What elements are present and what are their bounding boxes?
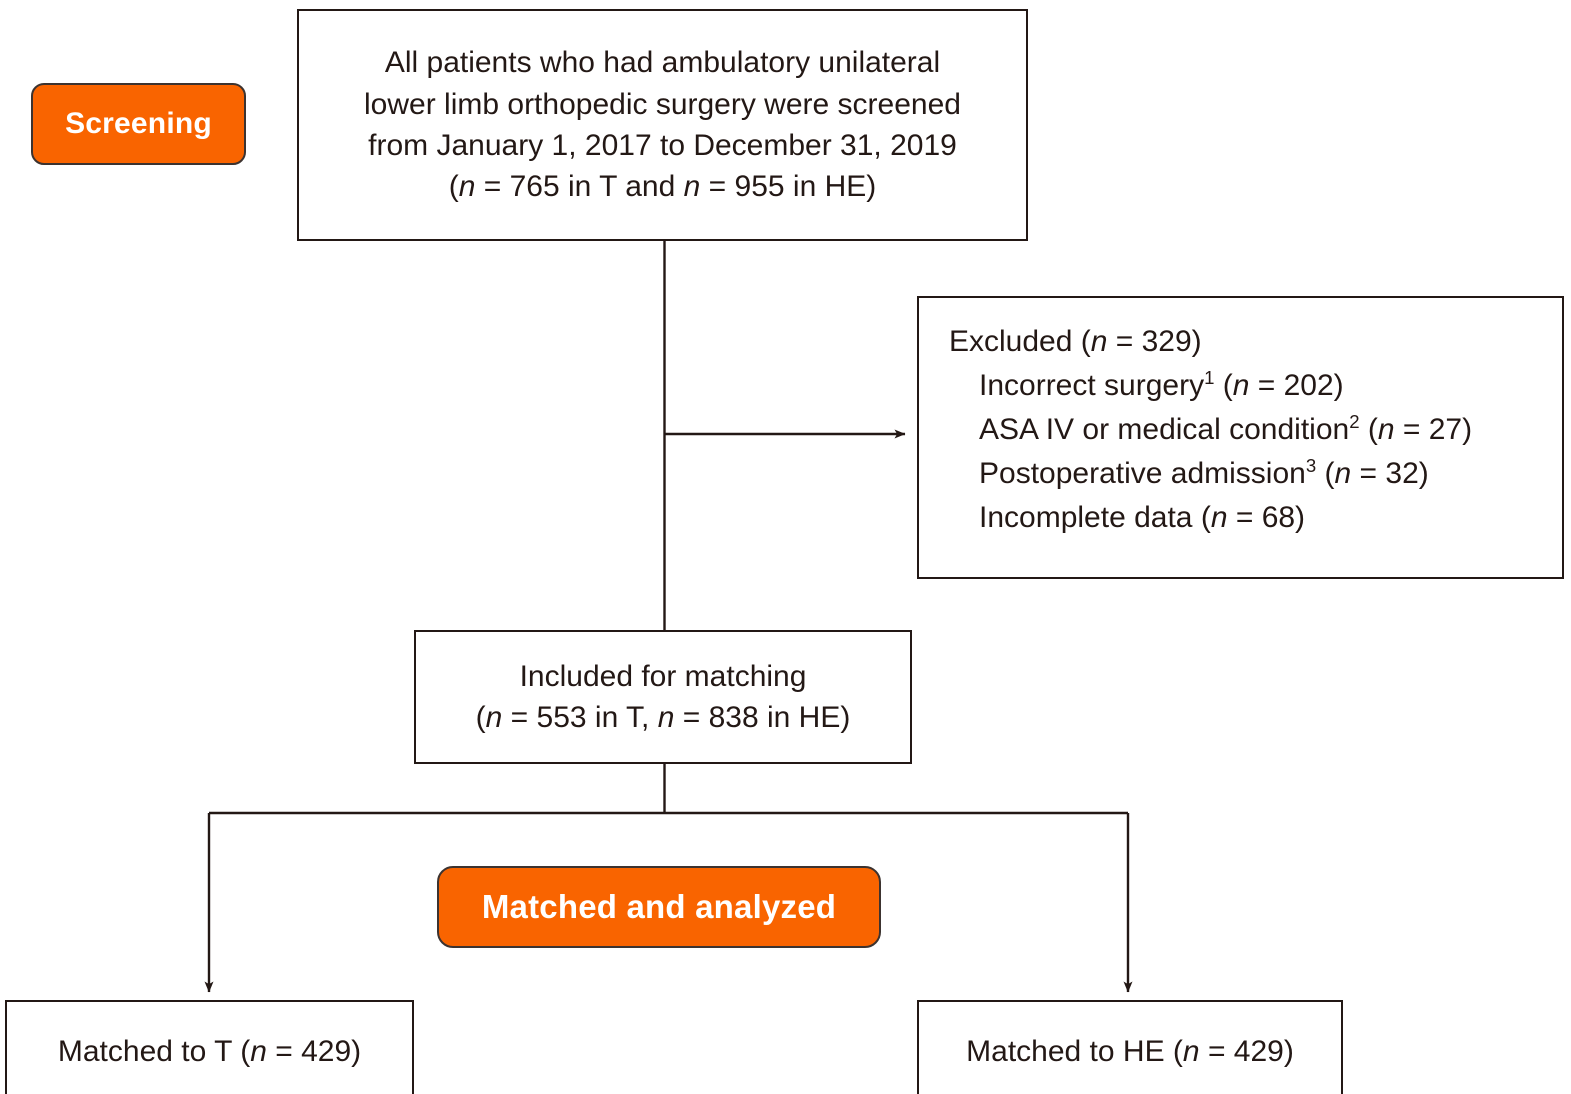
excluded-heading: Excluded (n = 329) xyxy=(949,320,1562,364)
matched-he-prefix: Matched to HE ( xyxy=(966,1035,1183,1069)
excluded-item-1-footnote-marker: 2 xyxy=(1349,411,1360,432)
screened-count-1: = 765 in T and xyxy=(475,170,684,204)
excluded-item-asa-iv: ASA IV or medical condition2 (n = 27) xyxy=(949,408,1562,452)
excluded-item-incomplete-data: Incomplete data (n = 68) xyxy=(949,496,1562,540)
matched-he-count: = 429) xyxy=(1199,1035,1294,1069)
included-n-symbol-1: n xyxy=(485,701,503,734)
matched-t-count: = 429) xyxy=(266,1035,362,1069)
included-line-2: (n = 553 in T, n = 838 in HE) xyxy=(476,697,851,738)
screened-line-1: All patients who had ambulatory unilater… xyxy=(384,46,941,80)
node-included-for-matching[interactable]: Included for matching (n = 553 in T, n =… xyxy=(414,630,912,764)
matched-t-n-symbol: n xyxy=(250,1035,267,1069)
excluded-item-3-n-symbol: n xyxy=(1210,501,1228,534)
excluded-item-2-count: = 32) xyxy=(1351,457,1429,490)
excluded-item-incorrect-surgery: Incorrect surgery1 (n = 202) xyxy=(949,364,1562,408)
excluded-heading-count: = 329) xyxy=(1107,325,1202,358)
matched-t-line: Matched to T (n = 429) xyxy=(58,1031,361,1072)
node-screened-patients[interactable]: All patients who had ambulatory unilater… xyxy=(297,9,1028,241)
excluded-item-3-label: Incomplete data xyxy=(979,501,1193,534)
stage-badge-matched-and-analyzed[interactable]: Matched and analyzed xyxy=(437,866,881,948)
excluded-item-1-n-symbol: n xyxy=(1377,413,1395,446)
screened-n-symbol-2: n xyxy=(683,170,701,204)
matched-he-n-symbol: n xyxy=(1182,1035,1200,1069)
excluded-item-3-paren-open: ( xyxy=(1192,501,1211,534)
excluded-item-2-n-symbol: n xyxy=(1334,457,1352,490)
excluded-item-0-n-symbol: n xyxy=(1232,369,1250,402)
stage-badge-screening-label: Screening xyxy=(65,107,212,140)
excluded-heading-prefix: Excluded ( xyxy=(949,325,1091,358)
included-n-symbol-2: n xyxy=(657,701,675,734)
included-count-2: = 838 in HE) xyxy=(674,701,851,734)
included-line-1: Included for matching xyxy=(519,659,807,693)
screened-line-3: from January 1, 2017 to December 31, 201… xyxy=(368,129,957,162)
screened-line-4: (n = 765 in T and n = 955 in HE) xyxy=(449,166,877,207)
stage-badge-screening[interactable]: Screening xyxy=(31,83,246,165)
stage-badge-matched-label: Matched and analyzed xyxy=(481,888,837,925)
screened-count-2: = 955 in HE) xyxy=(700,170,877,204)
excluded-item-2-paren-open: ( xyxy=(1316,457,1335,490)
included-paren-open: ( xyxy=(475,701,486,734)
excluded-item-1-count: = 27) xyxy=(1394,413,1473,446)
node-excluded[interactable]: Excluded (n = 329) Incorrect surgery1 (n… xyxy=(917,296,1564,579)
node-matched-to-t[interactable]: Matched to T (n = 429) xyxy=(5,1000,414,1094)
matched-he-line: Matched to HE (n = 429) xyxy=(966,1031,1294,1072)
screened-paren-open: ( xyxy=(448,170,459,204)
excluded-item-2-footnote-marker: 3 xyxy=(1305,455,1317,476)
excluded-item-postoperative-admission: Postoperative admission3 (n = 32) xyxy=(949,452,1562,496)
included-count-1: = 553 in T, xyxy=(502,701,658,734)
screened-line-2: lower limb orthopedic surgery were scree… xyxy=(364,87,961,121)
screened-n-symbol-1: n xyxy=(458,170,476,204)
excluded-item-0-footnote-marker: 1 xyxy=(1204,367,1215,388)
excluded-item-1-label: ASA IV or medical condition xyxy=(979,413,1350,446)
matched-t-prefix: Matched to T ( xyxy=(57,1035,251,1069)
excluded-item-2-label: Postoperative admission xyxy=(979,457,1306,490)
excluded-item-0-paren-open: ( xyxy=(1214,369,1233,402)
excluded-heading-n-symbol: n xyxy=(1090,325,1108,358)
excluded-item-3-count: = 68) xyxy=(1227,501,1306,534)
excluded-item-0-label: Incorrect surgery xyxy=(979,369,1205,402)
excluded-item-0-count: = 202) xyxy=(1249,369,1344,402)
node-matched-to-he[interactable]: Matched to HE (n = 429) xyxy=(917,1000,1343,1094)
excluded-item-1-paren-open: ( xyxy=(1359,413,1378,446)
